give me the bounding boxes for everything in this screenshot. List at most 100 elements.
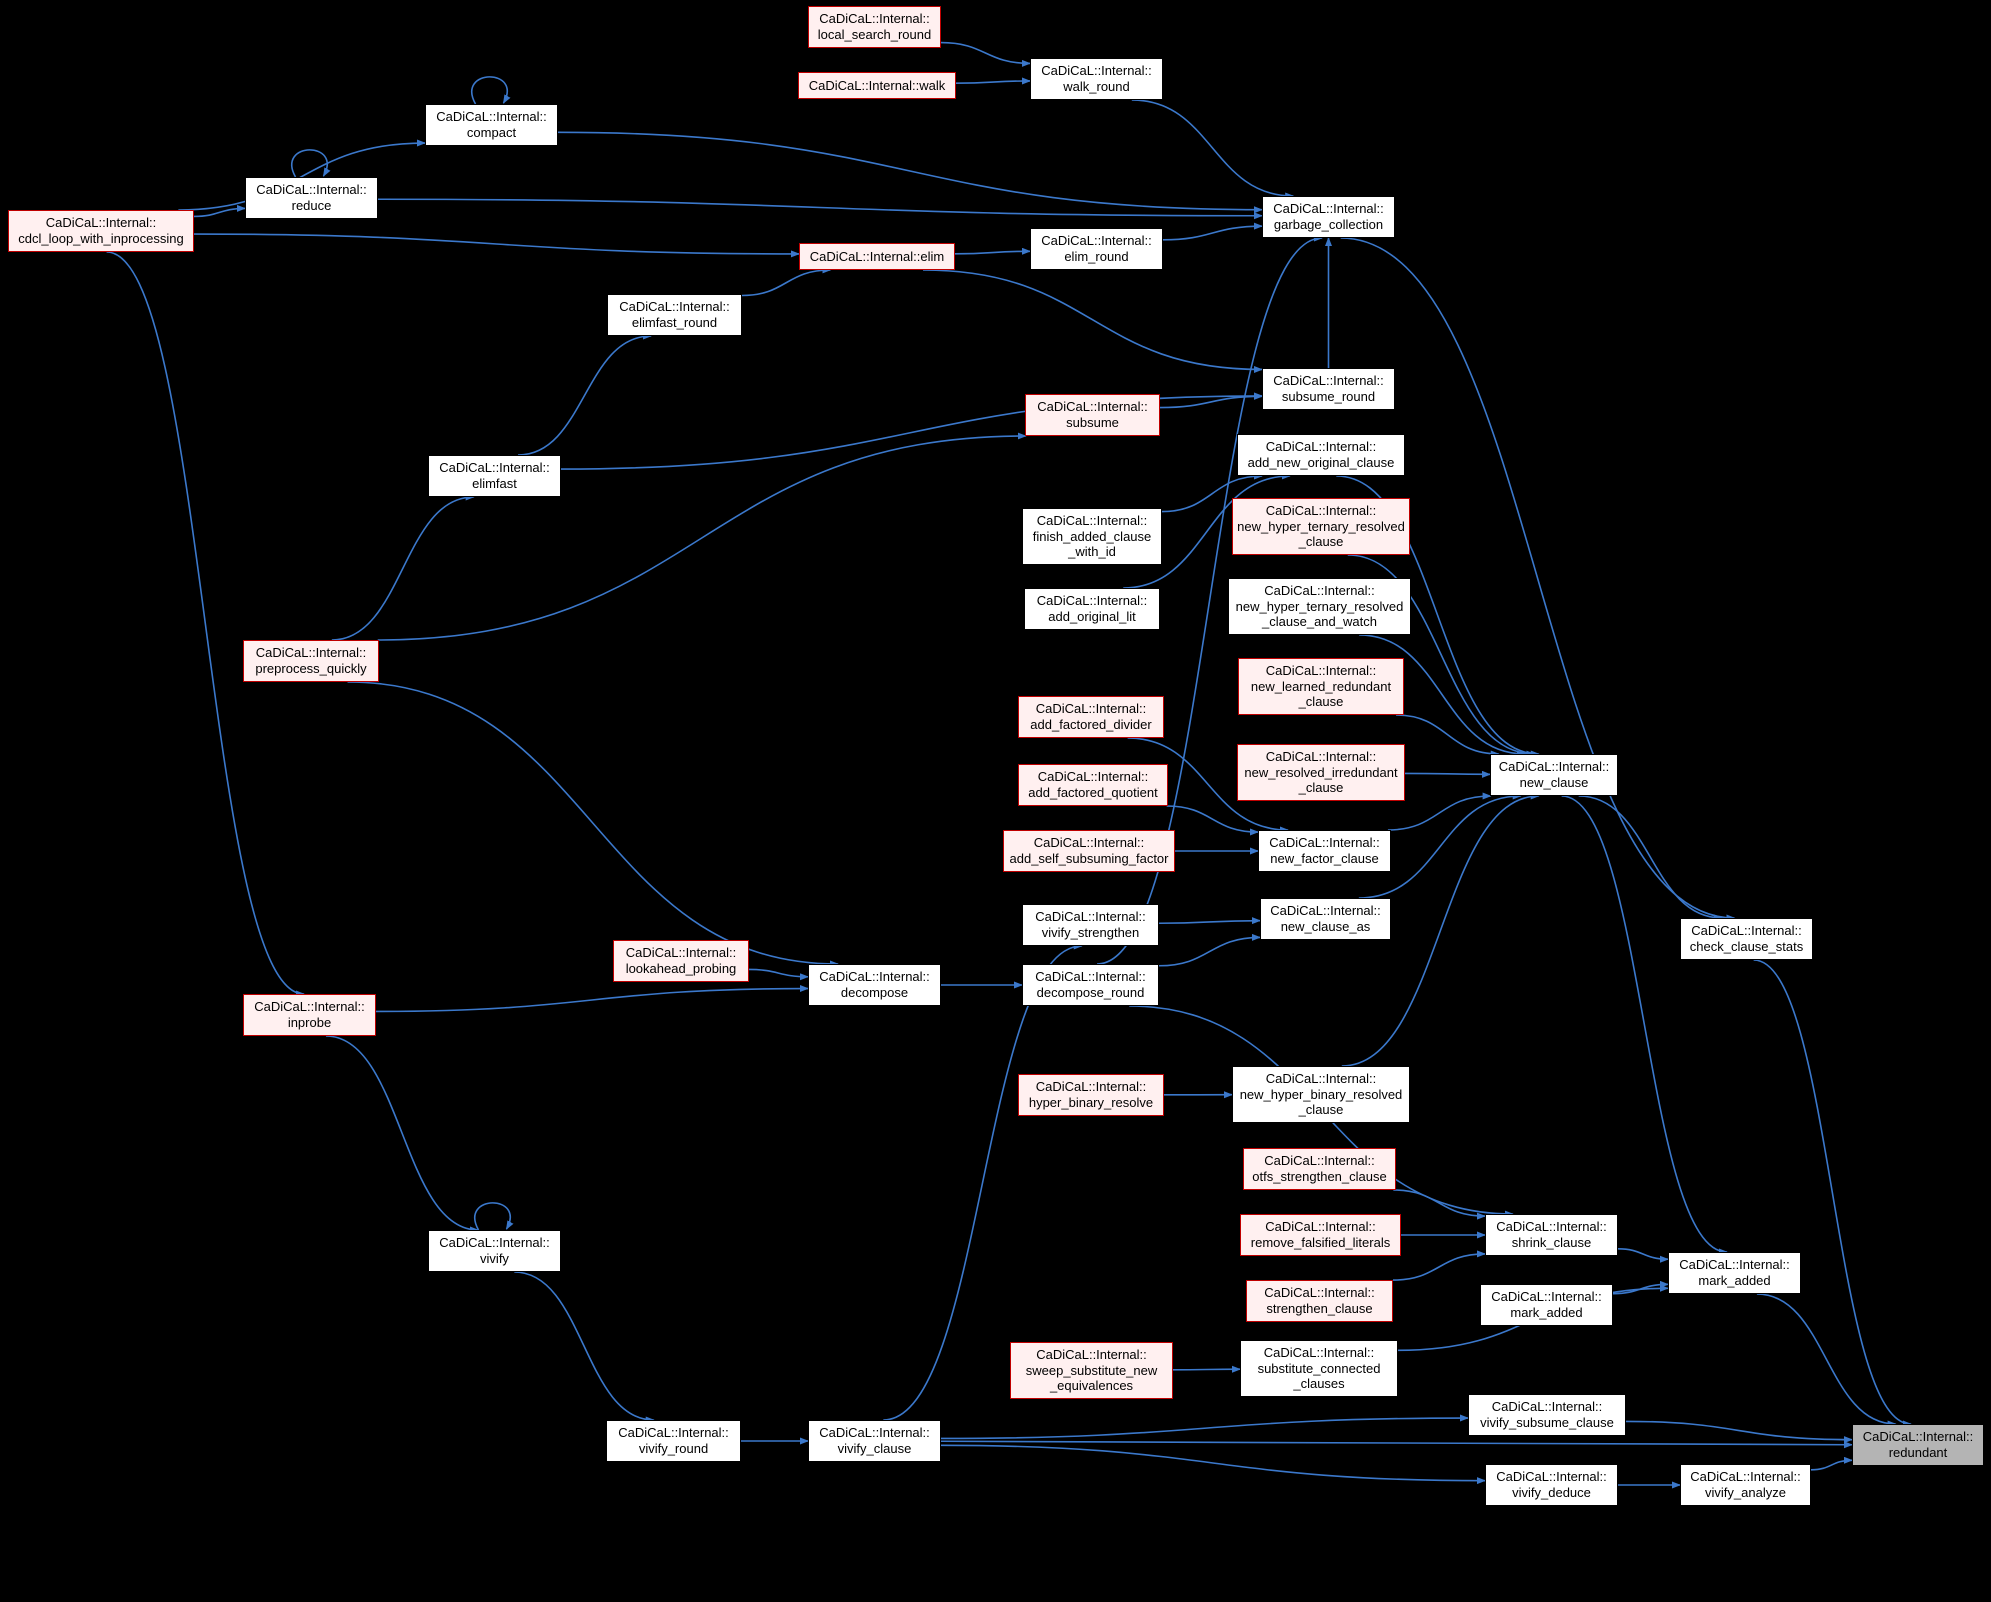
- node-elimfast_round[interactable]: CaDiCaL::Internal:: elimfast_round: [607, 294, 742, 336]
- node-subsume_round[interactable]: CaDiCaL::Internal:: subsume_round: [1262, 368, 1395, 410]
- node-new_learned_redundant_clause[interactable]: CaDiCaL::Internal:: new_learned_redundan…: [1238, 658, 1404, 715]
- edge-otfs_strengthen_clause-shrink_clause: [1393, 1189, 1486, 1220]
- edge-vivify_strengthen-new_clause_as: [1158, 917, 1261, 925]
- node-label: CaDiCaL::Internal:: new_clause: [1498, 759, 1610, 790]
- node-label: CaDiCaL::Internal:: mark_added: [1679, 1257, 1790, 1288]
- node-hyper_binary_resolve[interactable]: CaDiCaL::Internal:: hyper_binary_resolve: [1018, 1074, 1164, 1116]
- node-add_self_subsuming_factor[interactable]: CaDiCaL::Internal:: add_self_subsuming_f…: [1003, 830, 1175, 872]
- edge-lookahead_probing-decompose: [748, 968, 809, 981]
- edge-new_learned_redundant_clause-new_clause: [1396, 714, 1500, 758]
- node-label: CaDiCaL::Internal:: compact: [436, 109, 547, 140]
- node-sweep_substitute_new_equivalences[interactable]: CaDiCaL::Internal:: sweep_substitute_new…: [1010, 1342, 1173, 1399]
- edge-local_search_round-walk_round: [940, 41, 1031, 67]
- node-compact[interactable]: CaDiCaL::Internal:: compact: [425, 104, 558, 146]
- node-decompose[interactable]: CaDiCaL::Internal:: decompose: [808, 964, 941, 1006]
- node-add_new_original_clause[interactable]: CaDiCaL::Internal:: add_new_original_cla…: [1237, 434, 1405, 476]
- node-substitute_connected_clauses[interactable]: CaDiCaL::Internal:: substitute_connected…: [1240, 1340, 1398, 1397]
- node-label: CaDiCaL::Internal:: shrink_clause: [1496, 1219, 1607, 1250]
- node-inprobe[interactable]: CaDiCaL::Internal:: inprobe: [243, 994, 376, 1036]
- node-finish_added_clause_with_id[interactable]: CaDiCaL::Internal:: finish_added_clause …: [1022, 508, 1162, 565]
- node-preprocess_quickly[interactable]: CaDiCaL::Internal:: preprocess_quickly: [243, 640, 379, 682]
- node-label: CaDiCaL::Internal:: otfs_strengthen_clau…: [1252, 1153, 1387, 1184]
- node-label: CaDiCaL::Internal:: vivify_strengthen: [1035, 909, 1146, 940]
- node-cdcl_loop_with_inprocessing[interactable]: CaDiCaL::Internal:: cdcl_loop_with_inpro…: [8, 210, 194, 252]
- node-label: CaDiCaL::Internal:: new_resolved_irredun…: [1244, 748, 1398, 796]
- node-elim[interactable]: CaDiCaL::Internal::elim: [799, 243, 955, 270]
- edge-walk_round-garbage_collection: [1131, 99, 1295, 200]
- node-decompose_round[interactable]: CaDiCaL::Internal:: decompose_round: [1022, 964, 1159, 1006]
- node-new_clause_as[interactable]: CaDiCaL::Internal:: new_clause_as: [1260, 898, 1391, 940]
- node-new_clause[interactable]: CaDiCaL::Internal:: new_clause: [1490, 754, 1618, 796]
- node-new_hyper_ternary_resolved_clause_and_watch[interactable]: CaDiCaL::Internal:: new_hyper_ternary_re…: [1228, 578, 1411, 635]
- edge-walk-walk_round: [955, 77, 1031, 85]
- node-redundant: CaDiCaL::Internal:: redundant: [1852, 1424, 1984, 1466]
- node-vivify_round[interactable]: CaDiCaL::Internal:: vivify_round: [606, 1420, 741, 1462]
- node-vivify_subsume_clause[interactable]: CaDiCaL::Internal:: vivify_subsume_claus…: [1468, 1394, 1626, 1436]
- node-label: CaDiCaL::Internal:: new_learned_redundan…: [1250, 662, 1392, 710]
- node-vivify_analyze[interactable]: CaDiCaL::Internal:: vivify_analyze: [1680, 1464, 1811, 1506]
- node-label: CaDiCaL::Internal:: subsume_round: [1273, 373, 1384, 404]
- edge-elimfast_round-elim: [741, 266, 832, 297]
- node-vivify_deduce[interactable]: CaDiCaL::Internal:: vivify_deduce: [1485, 1464, 1618, 1506]
- edge-elim-elim_round: [954, 247, 1031, 255]
- node-label: CaDiCaL::Internal:: cdcl_loop_with_inpro…: [18, 215, 184, 246]
- edge-add_factored_quotient-new_factor_clause: [1166, 805, 1259, 836]
- node-elimfast[interactable]: CaDiCaL::Internal:: elimfast: [428, 455, 561, 497]
- node-new_hyper_ternary_resolved_clause[interactable]: CaDiCaL::Internal:: new_hyper_ternary_re…: [1232, 498, 1410, 555]
- node-label: CaDiCaL::Internal:: elimfast_round: [619, 299, 730, 330]
- edge-vivify_clause-redundant: [940, 1440, 1853, 1449]
- node-label: CaDiCaL::Internal:: new_hyper_ternary_re…: [1235, 582, 1404, 630]
- node-otfs_strengthen_clause[interactable]: CaDiCaL::Internal:: otfs_strengthen_clau…: [1243, 1148, 1396, 1190]
- edge-cdcl_loop_with_inprocessing-elim: [193, 233, 800, 258]
- node-vivify[interactable]: CaDiCaL::Internal:: vivify: [428, 1230, 561, 1272]
- edge-inprobe-decompose: [375, 985, 809, 1013]
- node-shrink_clause[interactable]: CaDiCaL::Internal:: shrink_clause: [1485, 1214, 1618, 1256]
- node-label: CaDiCaL::Internal:: garbage_collection: [1273, 201, 1384, 232]
- node-label: CaDiCaL::Internal:: remove_falsified_lit…: [1250, 1219, 1391, 1250]
- node-add_factored_divider[interactable]: CaDiCaL::Internal:: add_factored_divider: [1018, 696, 1164, 738]
- edge-mark_added_l-mark_added_r: [1612, 1280, 1669, 1295]
- edge-compact-garbage_collection: [557, 131, 1263, 214]
- edge-new_clause-check_clause_stats: [1578, 795, 1723, 922]
- node-lookahead_probing[interactable]: CaDiCaL::Internal:: lookahead_probing: [613, 940, 749, 982]
- node-label: CaDiCaL::Internal:: add_self_subsuming_f…: [1009, 835, 1169, 866]
- node-reduce[interactable]: CaDiCaL::Internal:: reduce: [245, 177, 378, 219]
- node-label: CaDiCaL::Internal:: hyper_binary_resolve: [1028, 1079, 1154, 1110]
- node-label: CaDiCaL::Internal:: add_factored_divider: [1030, 701, 1152, 732]
- edge-shrink_clause-mark_added_r: [1617, 1248, 1669, 1263]
- node-new_factor_clause[interactable]: CaDiCaL::Internal:: new_factor_clause: [1258, 830, 1391, 872]
- node-label: CaDiCaL::Internal:: mark_added: [1491, 1289, 1602, 1320]
- node-new_hyper_binary_resolved_clause[interactable]: CaDiCaL::Internal:: new_hyper_binary_res…: [1232, 1066, 1410, 1123]
- node-mark_added_r[interactable]: CaDiCaL::Internal:: mark_added: [1668, 1252, 1801, 1294]
- node-check_clause_stats[interactable]: CaDiCaL::Internal:: check_clause_stats: [1680, 918, 1813, 960]
- node-garbage_collection[interactable]: CaDiCaL::Internal:: garbage_collection: [1262, 196, 1395, 238]
- node-label: CaDiCaL::Internal:: decompose_round: [1035, 969, 1146, 1000]
- node-label: CaDiCaL::Internal:: sweep_substitute_new…: [1025, 1346, 1158, 1394]
- edge-cdcl_loop_with_inprocessing-reduce: [193, 204, 246, 218]
- node-local_search_round[interactable]: CaDiCaL::Internal:: local_search_round: [808, 6, 941, 48]
- node-vivify_strengthen[interactable]: CaDiCaL::Internal:: vivify_strengthen: [1022, 904, 1159, 946]
- edge-new_clause-mark_added_r: [1561, 795, 1728, 1256]
- node-remove_falsified_literals[interactable]: CaDiCaL::Internal:: remove_falsified_lit…: [1240, 1214, 1401, 1256]
- node-label: CaDiCaL::Internal:: vivify_analyze: [1690, 1469, 1801, 1500]
- node-label: CaDiCaL::Internal:: lookahead_probing: [625, 945, 737, 976]
- node-label: CaDiCaL::Internal:: vivify: [439, 1235, 550, 1266]
- edge-vivify_clause-vivify_deduce: [940, 1444, 1486, 1485]
- node-strengthen_clause[interactable]: CaDiCaL::Internal:: strengthen_clause: [1246, 1280, 1393, 1322]
- node-walk_round[interactable]: CaDiCaL::Internal:: walk_round: [1030, 58, 1163, 100]
- node-add_original_lit[interactable]: CaDiCaL::Internal:: add_original_lit: [1024, 588, 1160, 630]
- node-new_resolved_irredundant_clause[interactable]: CaDiCaL::Internal:: new_resolved_irredun…: [1237, 744, 1405, 801]
- node-elim_round[interactable]: CaDiCaL::Internal:: elim_round: [1030, 228, 1163, 270]
- edge-subsume-subsume_round: [1159, 392, 1263, 409]
- node-label: CaDiCaL::Internal:: add_new_original_cla…: [1247, 439, 1395, 470]
- node-mark_added_l[interactable]: CaDiCaL::Internal:: mark_added: [1480, 1284, 1613, 1326]
- edge-sweep_substitute_new_equivalences-substitute_connected_clauses: [1172, 1365, 1241, 1373]
- node-vivify_clause[interactable]: CaDiCaL::Internal:: vivify_clause: [808, 1420, 941, 1462]
- node-subsume[interactable]: CaDiCaL::Internal:: subsume: [1025, 394, 1160, 436]
- node-label: CaDiCaL::Internal::elim: [809, 248, 945, 264]
- node-add_factored_quotient[interactable]: CaDiCaL::Internal:: add_factored_quotien…: [1018, 764, 1168, 806]
- edge-reduce-reduce: [291, 149, 331, 178]
- edge-cdcl_loop_with_inprocessing-inprobe: [106, 251, 305, 998]
- edge-vivify_analyze-redundant: [1810, 1456, 1853, 1471]
- node-walk[interactable]: CaDiCaL::Internal::walk: [798, 72, 956, 99]
